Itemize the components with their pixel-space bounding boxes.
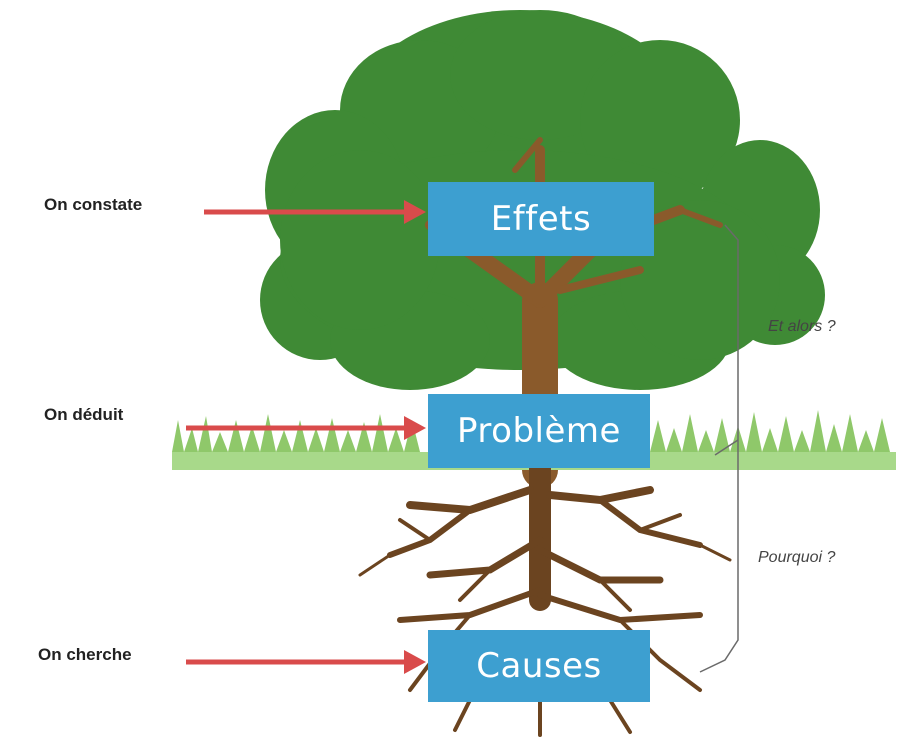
- causes-label: Causes: [476, 646, 602, 686]
- feedback-bracket: [699, 224, 739, 673]
- question-et-alors: Et alors ?: [768, 318, 836, 335]
- effects-box: Effets: [428, 182, 654, 256]
- arrow-deduit: [186, 416, 426, 440]
- tree-foliage: [260, 10, 825, 390]
- bracket-tick-probleme: [714, 439, 739, 456]
- question-pourquoi: Pourquoi ?: [758, 549, 836, 566]
- causes-box: Causes: [428, 630, 650, 702]
- arrow-cherche: [186, 650, 426, 674]
- label-on-cherche: On cherche: [38, 645, 132, 664]
- label-on-deduit: On déduit: [44, 405, 124, 424]
- label-on-constate: On constate: [44, 195, 143, 214]
- effects-label: Effets: [490, 199, 592, 239]
- tree-roots: [358, 457, 732, 737]
- problem-label: Problème: [457, 411, 621, 451]
- problem-box: Problème: [428, 394, 650, 468]
- arrow-constate: [204, 200, 426, 224]
